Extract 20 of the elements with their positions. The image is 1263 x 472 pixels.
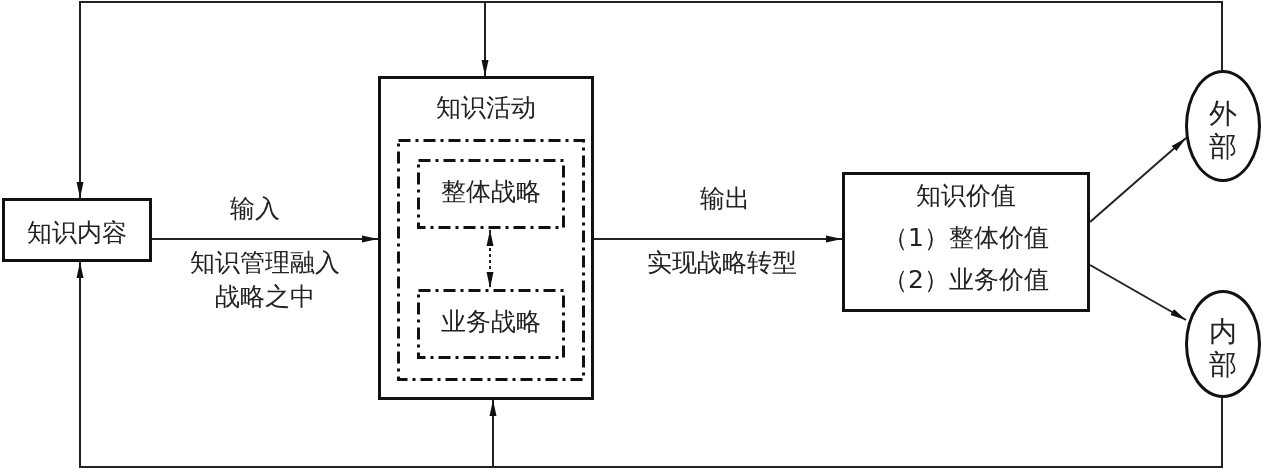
activity-box: [378, 76, 594, 400]
arrow: [486, 229, 494, 289]
process-box: [2, 198, 152, 262]
node-label: 业务战略: [441, 307, 541, 337]
arrow: [1089, 264, 1187, 321]
node-item: （2）业务价值: [883, 265, 1049, 295]
node-label: 知识价值: [916, 181, 1016, 211]
value-box: [842, 172, 1090, 312]
node-label: 外部: [1208, 97, 1238, 163]
node-item: （1）整体价值: [883, 223, 1049, 253]
arrow: [593, 235, 843, 243]
node-label: 内部: [1208, 315, 1238, 381]
arrow: [1089, 137, 1187, 223]
arrow: [489, 397, 1223, 468]
node-label: 整体战略: [441, 177, 541, 207]
dash-dot-frame: [397, 139, 585, 381]
arrow: [151, 235, 379, 243]
node-label: 知识内容: [27, 218, 127, 248]
node-label: 知识活动: [436, 93, 536, 123]
arrow: [481, 1, 1223, 77]
